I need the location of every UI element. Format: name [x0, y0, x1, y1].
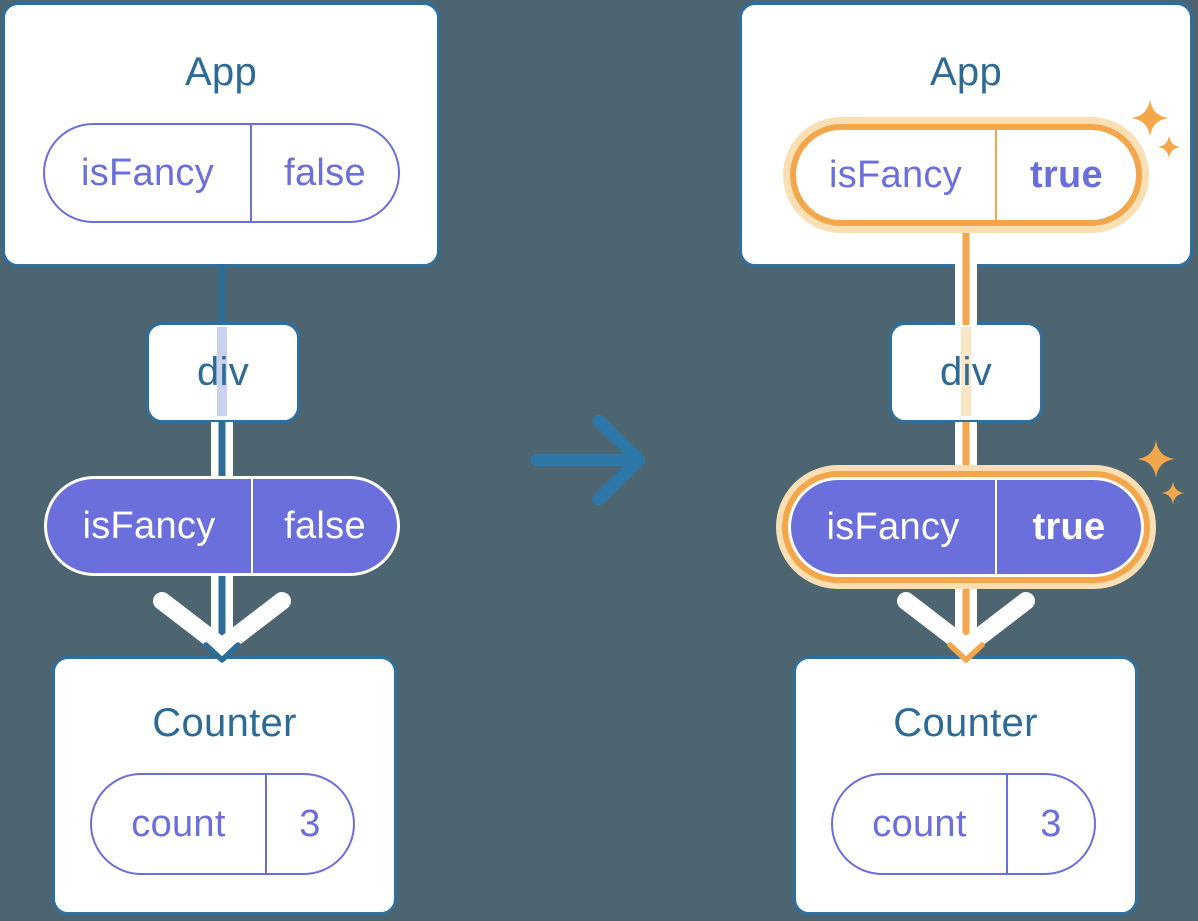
prop-pill-isfancy-after-highlighted: isFancy true: [788, 477, 1144, 577]
pill-key: isFancy: [828, 154, 963, 196]
pill-value: false: [284, 505, 366, 547]
down-chevron-icon: [153, 592, 291, 656]
pill-value: true: [1032, 506, 1106, 548]
div-card-before: div: [146, 322, 300, 423]
app-card-before: App isFancy false: [2, 2, 440, 267]
pill-key: count: [131, 803, 226, 845]
state-pill-count-after: count 3: [831, 773, 1096, 875]
div-card-after: div: [889, 322, 1043, 423]
pill-key: isFancy: [826, 506, 960, 548]
state-pill-count-before: count 3: [90, 773, 355, 875]
component-title-counter: Counter: [893, 701, 1038, 745]
app-card-after: App isFancy true: [739, 2, 1193, 267]
line-pill-to-counter-outline: [955, 589, 977, 642]
line-app-to-div: [218, 264, 226, 325]
counter-card-before: Counter count 3: [52, 656, 397, 915]
pill-value: 3: [1040, 803, 1062, 845]
down-chevron-icon: [897, 592, 1035, 656]
counter-card-after: Counter count 3: [793, 656, 1138, 915]
component-title-counter: Counter: [152, 701, 297, 745]
state-pill-isfancy-after-highlighted: isFancy true: [790, 124, 1142, 226]
pill-value: 3: [299, 803, 321, 845]
pill-key: isFancy: [82, 505, 216, 547]
line-pill-to-counter-highlight: [962, 589, 970, 657]
component-title-div: div: [196, 350, 250, 394]
sparkle-icon: [1161, 481, 1185, 505]
right-arrow-icon: [530, 414, 646, 506]
line-app-to-div-outline: [955, 261, 977, 325]
sparkle-icon: [1137, 440, 1175, 478]
pill-divider: [251, 479, 253, 573]
component-title-app: App: [184, 50, 258, 94]
pill-divider: [995, 130, 997, 220]
pill-divider: [250, 125, 252, 221]
pill-value: true: [1030, 154, 1103, 196]
line-pill-to-counter-outline: [211, 575, 233, 642]
pill-key: isFancy: [80, 152, 215, 194]
line-pill-to-counter: [218, 575, 226, 657]
pill-value: false: [284, 152, 366, 194]
line-div-to-pill: [218, 422, 226, 478]
pill-divider: [265, 775, 267, 873]
pill-key: count: [872, 803, 967, 845]
prop-pill-isfancy-before: isFancy false: [44, 476, 400, 576]
state-pill-isfancy-before: isFancy false: [43, 123, 400, 223]
after-connectors: [897, 227, 1035, 663]
line-div-to-pill-outline: [211, 422, 233, 478]
line-div-to-pill-highlight: [962, 422, 970, 472]
line-div-to-pill-outline: [955, 422, 977, 476]
component-title-div: div: [939, 350, 993, 394]
pill-divider: [1006, 775, 1008, 873]
component-title-app: App: [929, 50, 1003, 94]
pill-divider: [995, 480, 997, 574]
